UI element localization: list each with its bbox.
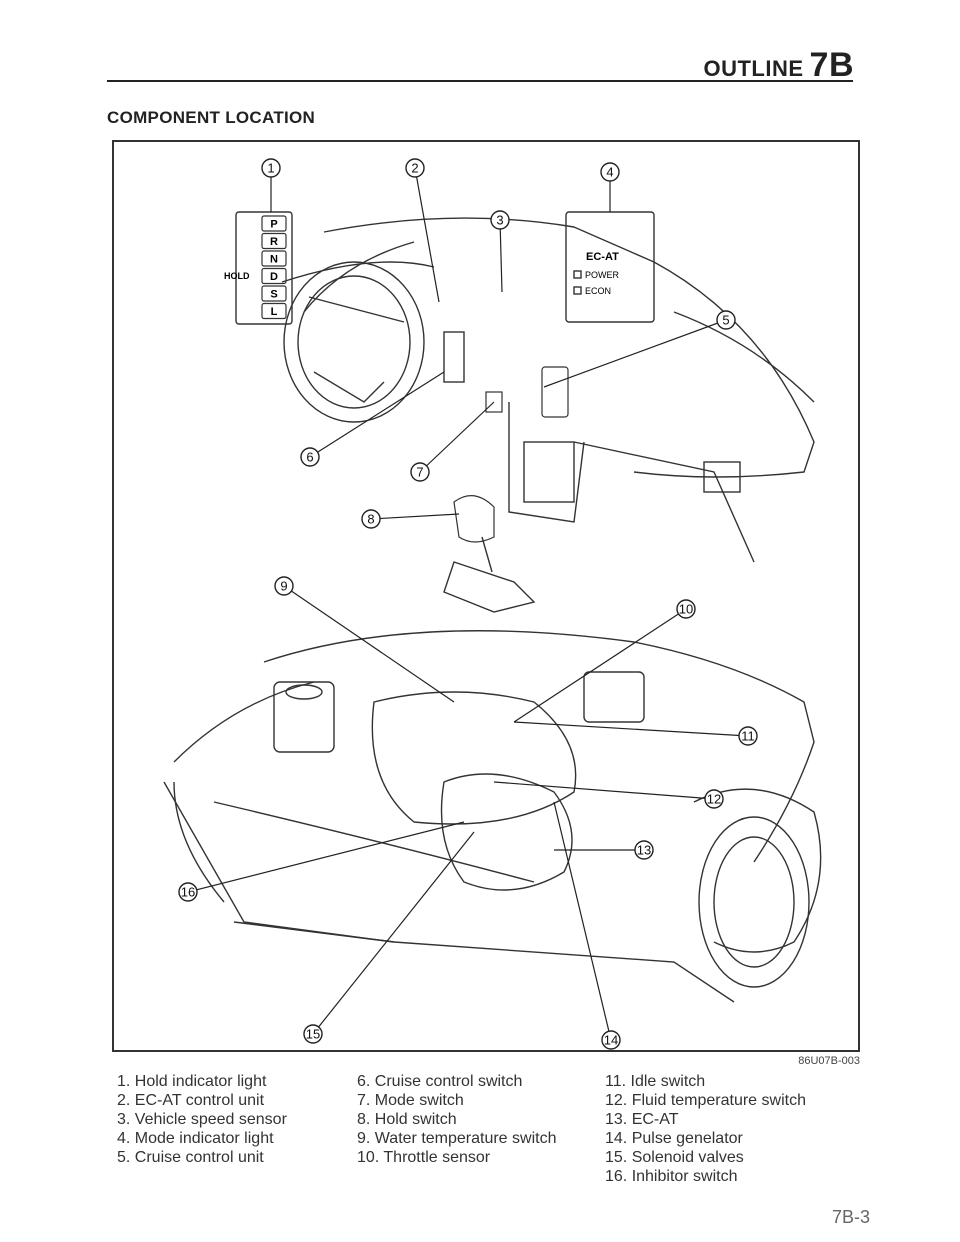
figure-code: 86U07B-003 (798, 1055, 860, 1067)
legend-item: 9. Water temperature switch (357, 1130, 557, 1147)
callout-number: 3 (496, 213, 503, 228)
callout-marker: 16 (178, 882, 198, 902)
callout-marker: 3 (490, 210, 510, 230)
legend-item: 12. Fluid temperature switch (605, 1092, 806, 1109)
callout-marker: 1 (261, 158, 281, 178)
callout-number: 11 (741, 729, 755, 744)
shift-position-box (261, 215, 287, 232)
callout-marker: 13 (634, 840, 654, 860)
panel-title: EC-AT (586, 251, 619, 263)
leader-line (493, 781, 715, 800)
header-word: OUTLINE (703, 56, 804, 81)
legend-column-2: 6. Cruise control switch 7. Mode switch … (357, 1072, 556, 1167)
callout-marker: 4 (600, 162, 620, 182)
shift-position-box (261, 302, 287, 320)
shift-lever-drawing (443, 495, 536, 613)
legend-item: 13. EC-AT (605, 1111, 679, 1128)
callout-number: 7 (416, 465, 423, 480)
page-number: 7B-3 (831, 1207, 870, 1227)
leader-line (543, 319, 727, 388)
leader-line (499, 219, 503, 293)
leader-line (312, 831, 475, 1035)
callout-marker: 15 (303, 1024, 323, 1044)
legend-column-3: 11. Idle switch 12. Fluid temperature sw… (605, 1072, 806, 1186)
shift-position-label: R (270, 236, 278, 248)
engine-bay-drawing (163, 630, 822, 1003)
mode-indicator-panel: EC-AT POWER ECON (565, 211, 655, 323)
callout-number: 15 (306, 1027, 320, 1042)
section-title: COMPONENT LOCATION (107, 108, 316, 127)
callout-marker: 10 (676, 599, 696, 619)
callout-number: 2 (411, 161, 418, 176)
shift-position-box (261, 267, 287, 285)
shift-position-label: D (270, 271, 278, 283)
shift-position-label: S (270, 289, 277, 301)
legend-item: 11. Idle switch (605, 1073, 706, 1090)
legend-item: 14. Pulse genelator (605, 1130, 743, 1147)
panel-econ: ECON (585, 286, 611, 296)
leader-line (187, 821, 465, 893)
leader-line (370, 513, 460, 520)
callout-marker: 11 (738, 726, 758, 746)
legend-item: 7. Mode switch (357, 1092, 464, 1109)
leader-line (513, 608, 687, 723)
legend-item: 4. Mode indicator light (117, 1130, 274, 1147)
callout-number: 4 (606, 165, 613, 180)
leader-line (553, 801, 612, 1041)
callout-number: 9 (280, 579, 287, 594)
callout-number: 1 (267, 161, 274, 176)
legend-item: 8. Hold switch (357, 1111, 457, 1128)
header-rule (107, 80, 853, 82)
callout-number: 16 (181, 885, 195, 900)
leader-line (419, 401, 495, 473)
callout-number: 12 (707, 792, 721, 807)
shift-position-box (261, 250, 287, 267)
header-section-code: 7B (809, 46, 854, 84)
leader-line (283, 585, 455, 703)
shift-position-box (261, 232, 287, 250)
panel-power: POWER (585, 270, 620, 280)
callout-number: 13 (637, 843, 651, 858)
callout-marker: 12 (704, 789, 724, 809)
callout-marker: 7 (410, 462, 430, 482)
callout-marker: 8 (361, 509, 381, 529)
callout-marker: 9 (274, 576, 294, 596)
callout-number: 6 (306, 450, 313, 465)
callout-number: 8 (367, 512, 374, 527)
legend-column-1: 1. Hold indicator light 2. EC-AT control… (117, 1072, 287, 1167)
callout-marker: 6 (300, 447, 320, 467)
callout-number: 5 (722, 313, 729, 328)
callout-number: 10 (679, 602, 693, 617)
leader-line (414, 167, 440, 303)
leader-line (513, 721, 749, 737)
leader-line (309, 371, 445, 458)
legend-item: 5. Cruise control unit (117, 1149, 264, 1166)
callout-marker: 2 (405, 158, 425, 178)
legend-item: 2. EC-AT control unit (117, 1092, 265, 1109)
legend-item: 10. Throttle sensor (357, 1149, 491, 1166)
callout-marker: 5 (716, 310, 736, 330)
legend-item: 3. Vehicle speed sensor (117, 1111, 287, 1128)
shift-position-label: P (270, 219, 277, 231)
hold-label: HOLD (224, 271, 250, 281)
callout-marker: 14 (601, 1030, 621, 1050)
shift-position-label: L (271, 306, 278, 318)
legend-item: 1. Hold indicator light (117, 1073, 267, 1090)
shift-position-label: N (270, 254, 278, 266)
dashboard-drawing (281, 217, 815, 563)
legend-item: 15. Solenoid valves (605, 1149, 744, 1166)
shift-position-box (261, 285, 287, 302)
callout-number: 14 (604, 1033, 618, 1048)
legend-item: 6. Cruise control switch (357, 1073, 523, 1090)
legend-item: 16. Inhibitor switch (605, 1168, 738, 1185)
